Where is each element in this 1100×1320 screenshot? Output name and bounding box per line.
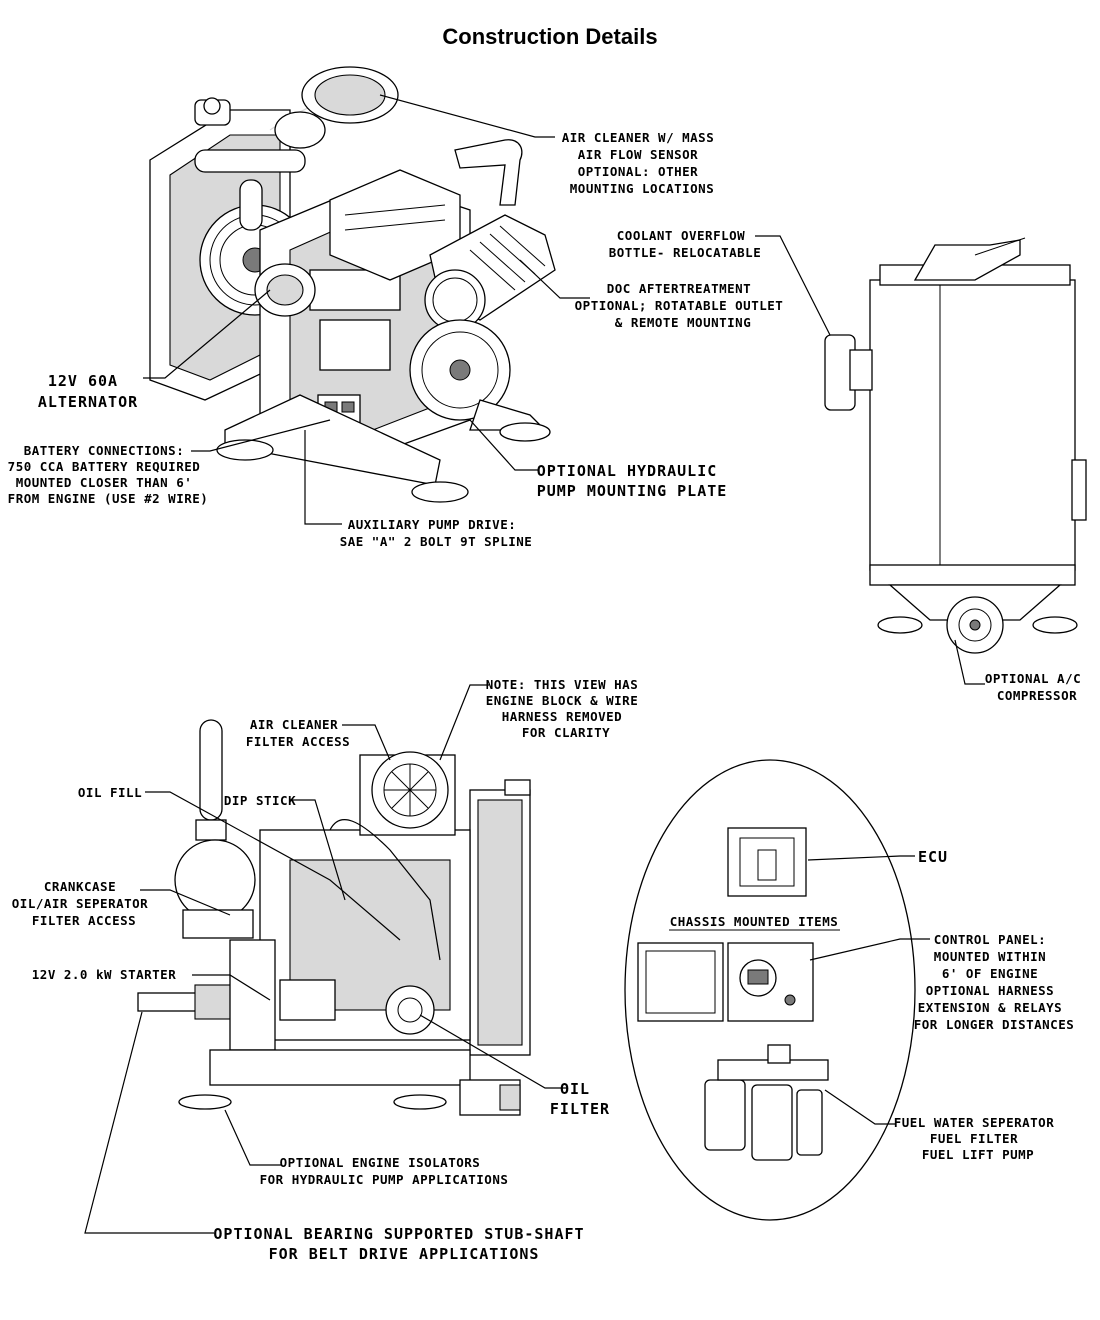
- labels: AIR CLEANER W/ MASS AIR FLOW SENSOR OPTI…: [8, 130, 1089, 1263]
- label-coolant-overflow: COOLANT OVERFLOW BOTTLE- RELOCATABLE: [609, 228, 762, 260]
- label-crankcase: CRANKCASE OIL/AIR SEPERATOR FILTER ACCES…: [12, 879, 156, 928]
- leaders-bottom-right: [807, 855, 930, 1125]
- label-note: NOTE: THIS VIEW HAS ENGINE BLOCK & WIRE …: [486, 677, 647, 740]
- page-title: Construction Details: [442, 24, 658, 49]
- leaders-top-left: [143, 94, 590, 525]
- label-battery-connections: BATTERY CONNECTIONS: 750 CCA BATTERY REQ…: [8, 443, 209, 506]
- label-ac-compressor: OPTIONAL A/C COMPRESSOR: [985, 671, 1089, 703]
- label-air-cleaner-maf: AIR CLEANER W/ MASS AIR FLOW SENSOR OPTI…: [562, 130, 723, 196]
- label-oil-filter: OIL FILTER: [550, 1080, 610, 1118]
- label-control-panel: CONTROL PANEL: MOUNTED WITHIN 6' OF ENGI…: [914, 932, 1075, 1032]
- label-ecu: ECU: [918, 848, 948, 866]
- engine-side-view: [824, 237, 1087, 654]
- label-starter: 12V 2.0 kW STARTER: [32, 967, 176, 982]
- label-hydraulic-plate: OPTIONAL HYDRAULIC PUMP MOUNTING PLATE: [537, 462, 728, 500]
- label-chassis-mounted-items: CHASSIS MOUNTED ITEMS: [670, 914, 839, 929]
- label-doc-aftertreatment: DOC AFTERTREATMENT OPTIONAL; ROTATABLE O…: [575, 281, 792, 330]
- label-air-cleaner-access: AIR CLEANER FILTER ACCESS: [246, 717, 350, 749]
- label-stub-shaft: OPTIONAL BEARING SUPPORTED STUB-SHAFT FO…: [213, 1225, 594, 1263]
- leaders-top-right: [755, 235, 985, 685]
- label-fuel-water-separator: FUEL WATER SEPERATOR FUEL FILTER FUEL LI…: [894, 1115, 1063, 1162]
- label-aux-pump-drive: AUXILIARY PUMP DRIVE: SAE "A" 2 BOLT 9T …: [340, 517, 533, 549]
- label-alternator: 12V 60A ALTERNATOR: [38, 372, 138, 411]
- label-isolators: OPTIONAL ENGINE ISOLATORS FOR HYDRAULIC …: [260, 1155, 509, 1187]
- leaders-bottom-left: [84, 684, 567, 1234]
- label-dip-stick: DIP STICK: [224, 793, 296, 808]
- chassis-items-view: [624, 759, 916, 1221]
- label-oil-fill: OIL FILL: [78, 785, 142, 800]
- engine-isometric-view: [149, 66, 556, 503]
- engine-front-view: [137, 719, 531, 1116]
